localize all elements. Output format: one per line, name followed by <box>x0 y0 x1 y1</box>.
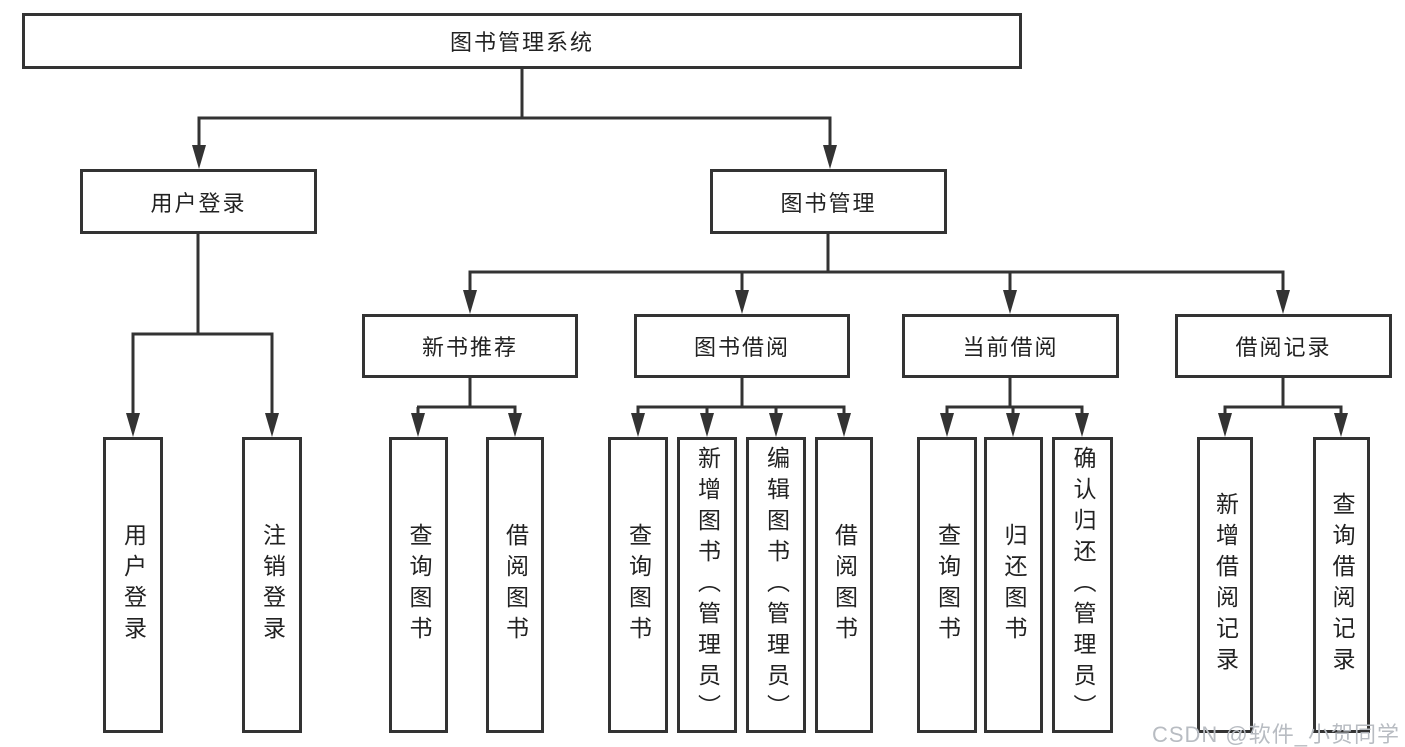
leaf-query-books-current: 查询图书 <box>917 437 977 733</box>
leaf-edit-books-admin-label: 编辑图书（管理员） <box>763 445 790 725</box>
leaf-query-borrow-record-label: 查询借阅记录 <box>1329 492 1355 678</box>
leaf-query-borrow-record: 查询借阅记录 <box>1313 437 1370 733</box>
leaf-return-books: 归还图书 <box>984 437 1043 733</box>
leaf-borrow-books-label: 借阅图书 <box>831 523 858 647</box>
node-root-system: 图书管理系统 <box>22 13 1022 69</box>
connector-book-mgmt-to-level3 <box>463 234 1290 314</box>
node-root-label: 图书管理系统 <box>449 30 594 55</box>
leaf-add-books-admin-label: 新增图书（管理员） <box>694 445 721 725</box>
node-current-borrow-label: 当前借阅 <box>962 335 1059 360</box>
leaf-query-books-rec: 查询图书 <box>389 437 448 733</box>
node-new-book-rec: 新书推荐 <box>362 314 578 378</box>
node-borrow-records: 借阅记录 <box>1175 314 1392 378</box>
connector-root-to-level2 <box>192 69 837 169</box>
leaf-add-borrow-record-label: 新增借阅记录 <box>1212 492 1239 678</box>
node-book-mgmt-label: 图书管理 <box>780 190 877 216</box>
connector-book-borrow-to-leaves <box>631 378 851 437</box>
connector-current-borrow-to-leaves <box>940 378 1089 437</box>
leaf-return-books-label: 归还图书 <box>1001 523 1027 647</box>
leaf-borrow-books-rec: 借阅图书 <box>486 437 544 733</box>
leaf-logout: 注销登录 <box>242 437 302 733</box>
connector-borrow-records-to-leaves <box>1218 378 1348 437</box>
leaf-query-books-borrow-label: 查询图书 <box>625 523 652 647</box>
leaf-confirm-return-admin-label: 确认归还（管理员） <box>1070 445 1096 725</box>
leaf-user-login: 用户登录 <box>103 437 163 733</box>
node-book-borrow: 图书借阅 <box>634 314 850 378</box>
leaf-logout-label: 注销登录 <box>259 523 286 647</box>
node-user-login: 用户登录 <box>80 169 317 234</box>
node-book-mgmt: 图书管理 <box>710 169 947 234</box>
leaf-query-books-rec-label: 查询图书 <box>406 523 432 647</box>
node-new-book-rec-label: 新书推荐 <box>421 335 518 360</box>
node-book-borrow-label: 图书借阅 <box>693 335 790 360</box>
node-user-login-label: 用户登录 <box>150 190 247 216</box>
leaf-add-books-admin: 新增图书（管理员） <box>677 437 737 733</box>
connector-new-book-rec-to-leaves <box>411 378 522 437</box>
csdn-watermark: CSDN @软件_小贺同学 <box>1151 722 1400 747</box>
node-borrow-records-label: 借阅记录 <box>1235 335 1332 360</box>
leaf-query-books-borrow: 查询图书 <box>608 437 668 733</box>
leaf-add-borrow-record: 新增借阅记录 <box>1197 437 1253 733</box>
leaf-edit-books-admin: 编辑图书（管理员） <box>746 437 806 733</box>
leaf-borrow-books-rec-label: 借阅图书 <box>502 523 529 647</box>
leaf-borrow-books: 借阅图书 <box>815 437 873 733</box>
node-current-borrow: 当前借阅 <box>902 314 1119 378</box>
leaf-query-books-current-label: 查询图书 <box>934 523 961 647</box>
leaf-user-login-label: 用户登录 <box>120 523 147 647</box>
connector-user-login-to-leaves <box>126 234 279 437</box>
leaf-confirm-return-admin: 确认归还（管理员） <box>1052 437 1113 733</box>
